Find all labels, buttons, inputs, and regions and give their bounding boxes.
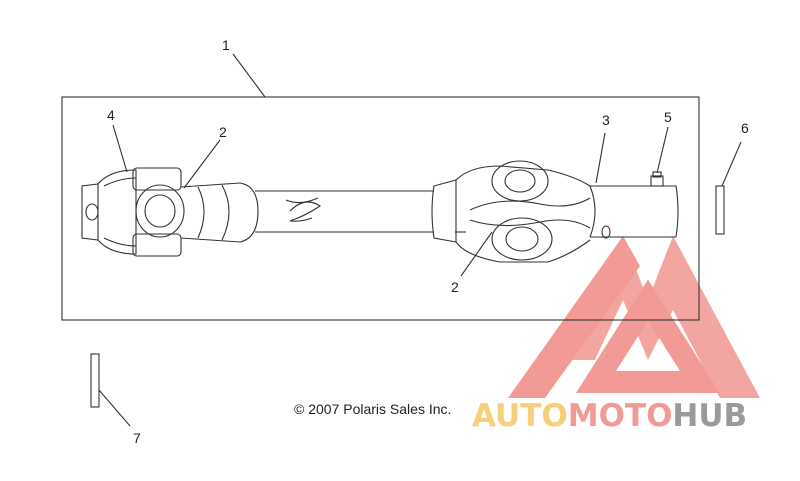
leader-line-1 (232, 53, 266, 98)
drive-shaft-tube (255, 190, 434, 233)
callout-7: 7 (133, 430, 141, 446)
assembly-box (61, 96, 700, 321)
callout-1: 1 (222, 37, 230, 53)
watermark-hub: HUB (672, 398, 748, 434)
leader-line-3 (595, 132, 606, 184)
callout-2: 2 (219, 124, 227, 140)
part-7-shim (90, 353, 100, 408)
left-u-joint (81, 167, 259, 257)
watermark-moto: MOTO (567, 398, 673, 434)
watermark-logo (508, 236, 760, 398)
leader-line-2-bottom (460, 231, 493, 277)
leader-line-5 (656, 126, 669, 174)
watermark-auto: AUTO (472, 398, 568, 434)
watermark-text: AUTOMOTOHUB (472, 401, 747, 432)
callout-3: 3 (602, 112, 610, 128)
leader-line-4 (112, 124, 128, 173)
callout-4: 4 (107, 107, 115, 123)
leader-line-2-top (183, 139, 221, 189)
part-6-shim (715, 185, 725, 235)
right-u-joint (431, 160, 679, 263)
callout-5: 5 (664, 109, 672, 125)
copyright-text: © 2007 Polaris Sales Inc. (294, 401, 452, 417)
leader-line-7 (98, 389, 131, 427)
callout-2-lower: 2 (451, 279, 459, 295)
leader-line-6 (721, 141, 742, 187)
callout-6: 6 (741, 120, 749, 136)
